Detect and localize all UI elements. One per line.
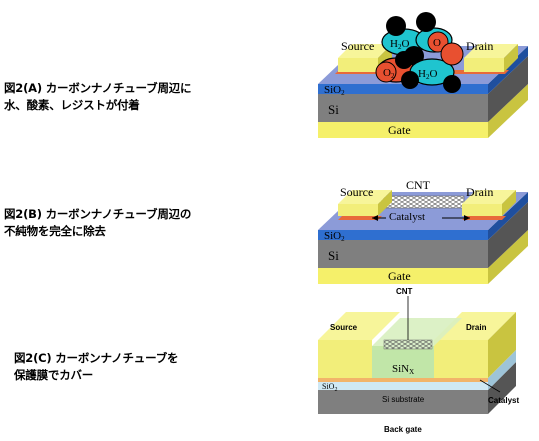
- sio2-subscript: 2: [341, 235, 345, 243]
- sinx-subscript: X: [409, 368, 414, 376]
- source-electrode-front: [338, 58, 378, 72]
- source-electrode-top: [318, 312, 400, 340]
- gate-layer-side: [488, 230, 528, 284]
- oxygen-label: O: [433, 37, 441, 49]
- caption-line: 保護膜でカバー: [14, 368, 94, 382]
- gate-layer-side: [488, 84, 528, 138]
- diagram-c: CNT Source Drain SiNX SiO2 Si substrate …: [318, 287, 519, 434]
- si-layer-front: [318, 240, 488, 268]
- si-layer-side: [488, 56, 528, 122]
- source-electrode-top: [338, 190, 392, 204]
- back-gate-label: Back gate: [384, 425, 422, 434]
- arrowhead-right: [464, 215, 470, 221]
- sinx-block-top: [372, 318, 462, 346]
- svg-text:H2O: H2O: [418, 68, 437, 81]
- caption-figure-2b: 図2(B) カーボンナノチューブ周辺の 不純物を完全に除去: [4, 206, 191, 240]
- sio2-label: SiO2: [322, 382, 337, 393]
- drain-label: Drain: [466, 185, 493, 199]
- gate-label: Gate: [388, 123, 411, 137]
- molecule-atom: H: [390, 38, 398, 50]
- svg-text:H2O: H2O: [390, 38, 409, 51]
- caption-figure-2a: 図2(A) カーボンナノチューブ周辺に 水、酸素、レジストが付着: [4, 80, 192, 114]
- caption-line: 不純物を完全に除去: [4, 224, 106, 238]
- caption-line: 図2(A) カーボンナノチューブ周辺に: [4, 81, 192, 95]
- sinx-label: SiNX: [392, 363, 414, 376]
- cnt-label: CNT: [406, 178, 431, 192]
- molecule-atom: O: [429, 68, 437, 80]
- si-substrate-label: Si substrate: [382, 395, 425, 404]
- caption-line: 水、酸素、レジストが付着: [4, 98, 140, 112]
- substrate-side: [488, 362, 516, 414]
- catalyst-label-bg: [386, 210, 442, 222]
- substrate-front: [318, 390, 488, 414]
- sio2-label: SiO2: [324, 230, 345, 243]
- source-label: Source: [340, 185, 373, 199]
- source-electrode-top: [338, 44, 392, 58]
- si-layer-front: [318, 94, 488, 122]
- molecule-subscript: 2: [398, 43, 402, 51]
- caption-figure-2c: 図2(C) カーボンナノチューブを 保護膜でカバー: [14, 350, 178, 384]
- catalyst-strip-drain: [462, 216, 506, 220]
- sio2-layer-side: [488, 192, 528, 240]
- catalyst-strip: [318, 378, 488, 382]
- drain-electrode-side: [502, 190, 516, 216]
- drain-electrode-front: [434, 340, 488, 378]
- source-electrode-front: [318, 340, 372, 378]
- drain-electrode-front: [464, 58, 504, 72]
- sio2-label: SiO2: [324, 84, 345, 97]
- drain-electrode-side: [488, 312, 516, 378]
- sio2-layer-front: [318, 230, 488, 240]
- cnt-mesh: [383, 339, 433, 350]
- gate-label: Gate: [388, 269, 411, 283]
- gate-layer-front: [318, 122, 488, 138]
- sio2-text: SiO: [324, 230, 341, 242]
- diagram-b: Source CNT Drain Catalyst SiO2 Si Gate: [318, 178, 528, 284]
- sio2-text: SiO: [324, 84, 341, 96]
- molecule-subscript: 2: [426, 73, 430, 81]
- catalyst-label: Catalyst: [488, 396, 519, 405]
- sio2-subscript: 2: [341, 89, 345, 97]
- source-electrode-side: [378, 190, 392, 216]
- drain-electrode-top: [434, 312, 516, 340]
- drain-label: Drain: [466, 39, 493, 53]
- source-label: Source: [341, 39, 374, 53]
- molecule-atom: O: [383, 67, 391, 79]
- catalyst-label: Catalyst: [389, 211, 425, 223]
- drain-label: Drain: [466, 323, 487, 332]
- sinx-block-front: [372, 346, 434, 378]
- catalyst-strip-source: [338, 216, 382, 220]
- si-layer-side: [488, 202, 528, 268]
- substrate-layer-side: [488, 350, 516, 390]
- molecule-atom: O: [401, 38, 409, 50]
- svg-text:O2: O2: [383, 67, 395, 80]
- cnt-label: CNT: [396, 287, 413, 296]
- molecule-atom: H: [418, 68, 426, 80]
- sio2-subscript: 2: [334, 387, 337, 393]
- drain-electrode-side: [504, 44, 518, 72]
- water-molecule-2: H2O: [401, 42, 464, 93]
- source-electrode-front: [338, 204, 378, 216]
- drain-electrode-top: [464, 44, 518, 58]
- gate-layer-front: [318, 268, 488, 284]
- drain-electrode-front: [462, 204, 502, 216]
- molecule-subscript: 2: [391, 72, 395, 80]
- sio2-text: SiO: [322, 382, 335, 391]
- drain-electrode-top: [462, 190, 516, 204]
- caption-line: 図2(B) カーボンナノチューブ周辺の: [4, 207, 192, 221]
- si-label: Si: [328, 102, 339, 117]
- source-label: Source: [330, 323, 358, 332]
- si-label: Si: [328, 248, 339, 263]
- caption-line: 図2(C) カーボンナノチューブを: [14, 351, 179, 365]
- sinx-text: SiN: [392, 363, 409, 375]
- catalyst-leader-line: [479, 379, 501, 393]
- arrowhead-left: [372, 215, 378, 221]
- diagram-a: Source Drain SiO2 Si Gate al H2O O O2: [318, 12, 528, 138]
